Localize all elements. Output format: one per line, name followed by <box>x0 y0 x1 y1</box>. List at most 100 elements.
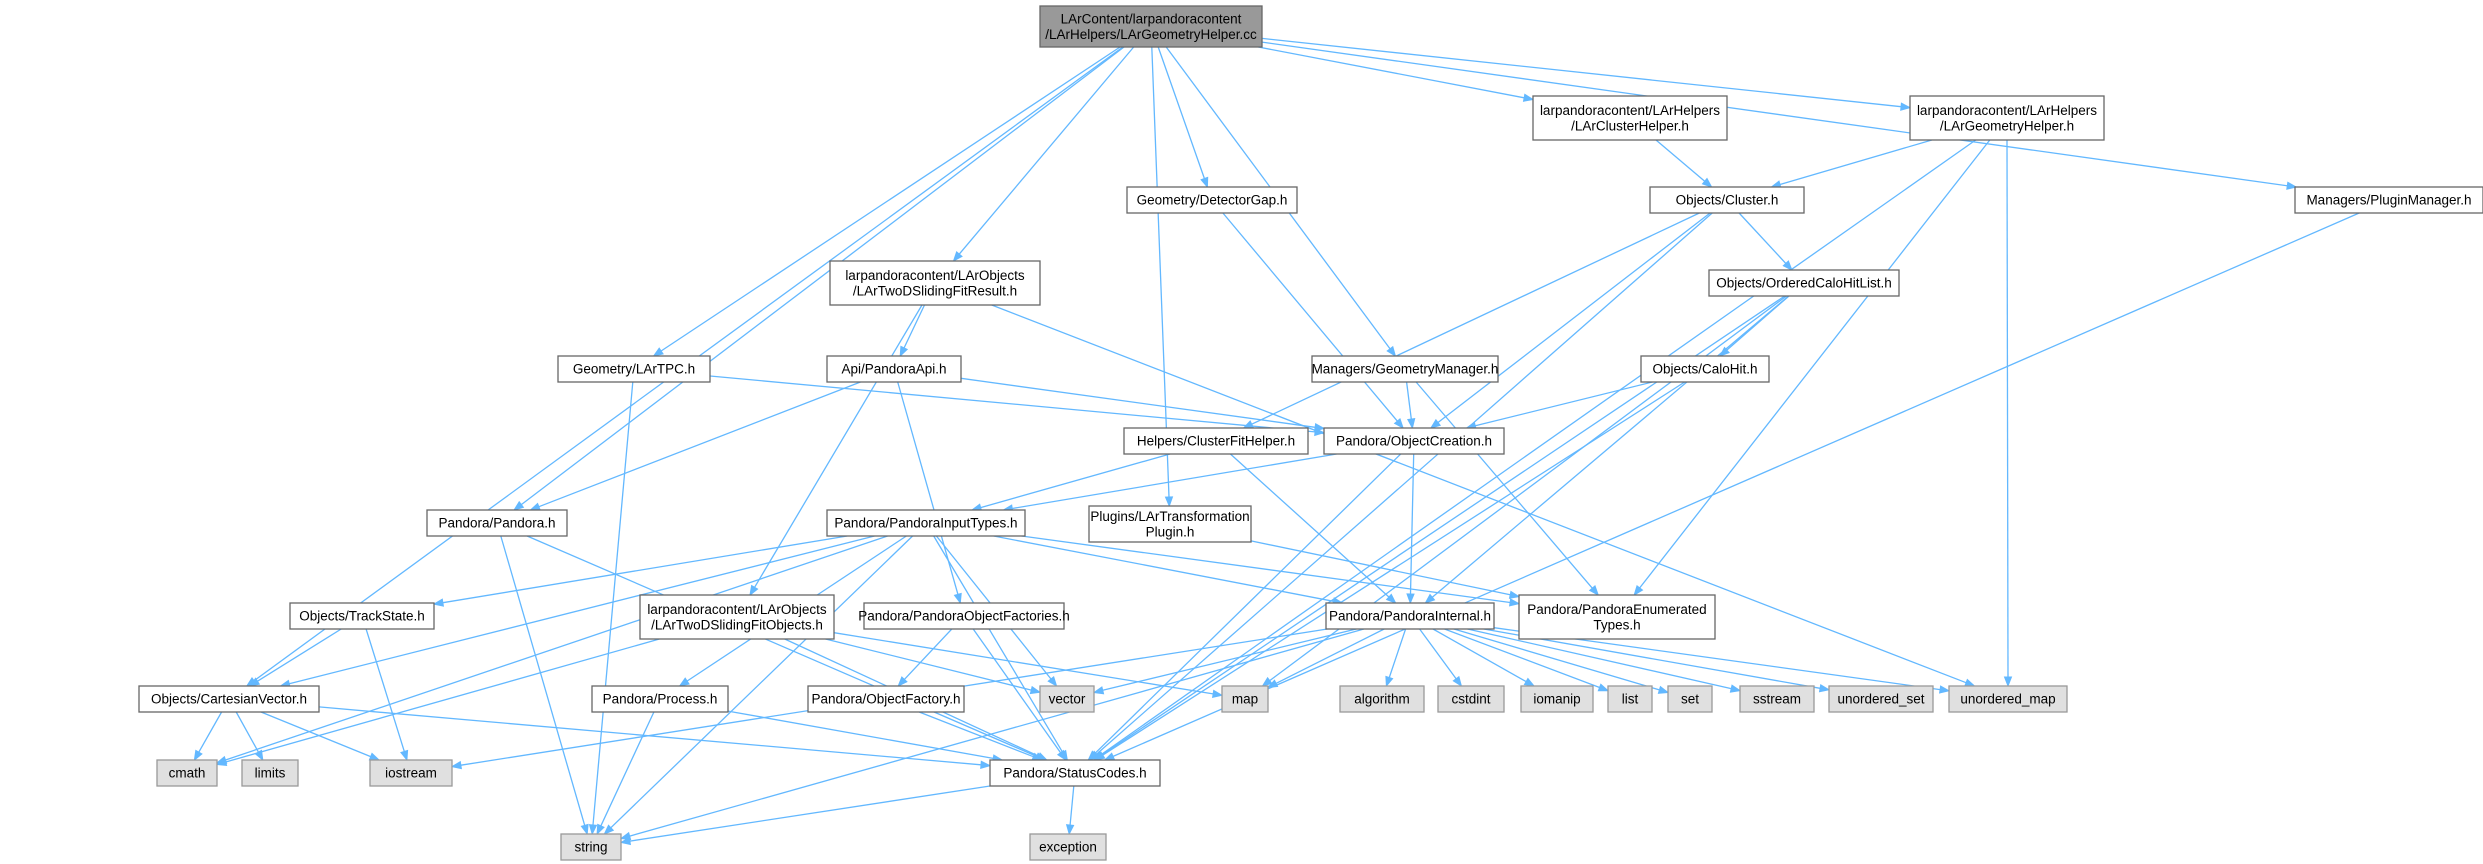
node-label: /LArClusterHelper.h <box>1571 118 1689 133</box>
node-cmath[interactable]: cmath <box>156 759 218 787</box>
edge-line <box>235 711 259 753</box>
edge-line <box>1112 212 2360 757</box>
edge-arrowhead <box>953 592 962 605</box>
edge-lartpc-to-objcreation <box>709 375 1326 437</box>
edge-line <box>1275 628 1385 684</box>
node-box <box>1532 95 1728 141</box>
node-cluster[interactable]: Objects/Cluster.h <box>1649 186 1805 214</box>
edge-line <box>610 535 914 829</box>
node-label: Objects/TrackState.h <box>299 609 425 624</box>
edge-line <box>520 46 1125 506</box>
node-box <box>826 355 962 383</box>
node-string[interactable]: string <box>560 833 622 861</box>
node-inputtypes[interactable]: Pandora/PandoraInputTypes.h <box>826 509 1026 537</box>
edge-objfactories-to-objfactory <box>897 628 953 688</box>
node-twodresult[interactable]: larpandoracontent/LArObjects/LArTwoDSlid… <box>829 260 1041 306</box>
node-set[interactable]: set <box>1667 685 1713 713</box>
edge-arrowhead <box>254 749 264 762</box>
edge-arrowhead <box>1508 598 1521 607</box>
node-trackstate[interactable]: Objects/TrackState.h <box>289 602 435 630</box>
node-box <box>2294 186 2483 214</box>
edge-arrowhead <box>980 760 992 769</box>
edge-arrowhead <box>1407 418 1416 430</box>
node-pandora[interactable]: Pandora/Pandora.h <box>426 509 568 537</box>
node-iomanip[interactable]: iomanip <box>1520 685 1594 713</box>
node-algorithm[interactable]: algorithm <box>1339 685 1425 713</box>
edge-arrowhead <box>1314 423 1326 432</box>
edge-arrowhead <box>952 251 963 263</box>
edge-arrowhead <box>899 345 909 358</box>
node-label: Plugins/LArTransformation <box>1090 509 1249 524</box>
node-twodobjects[interactable]: larpandoracontent/LArObjects/LArTwoDSlid… <box>639 594 835 640</box>
node-list[interactable]: list <box>1607 685 1653 713</box>
node-cartvec[interactable]: Objects/CartesianVector.h <box>138 685 320 713</box>
edge-pandora-to-statuscodes <box>526 535 1047 761</box>
node-label: larpandoracontent/LArHelpers <box>1917 103 2097 118</box>
edge-line <box>972 628 1062 754</box>
edge-arrowhead <box>1729 684 1742 693</box>
node-map[interactable]: map <box>1221 685 1269 713</box>
node-pluginmgr[interactable]: Managers/PluginManager.h <box>2294 186 2483 214</box>
node-clusterhelper[interactable]: larpandoracontent/LArHelpers/LArClusterH… <box>1532 95 1728 141</box>
node-unordered_set[interactable]: unordered_set <box>1828 685 1934 713</box>
node-objfactories[interactable]: Pandora/PandoraObjectFactories.h <box>858 602 1070 630</box>
edge-arrowhead <box>897 676 908 688</box>
edge-line <box>1250 540 1511 596</box>
node-exception[interactable]: exception <box>1029 833 1107 861</box>
edge-statuscodes-to-string <box>619 785 991 846</box>
node-limits[interactable]: limits <box>241 759 299 787</box>
edge-pandoraapi-to-pandora <box>529 381 861 511</box>
edge-arrowhead <box>215 757 228 766</box>
node-detectorgap[interactable]: Geometry/DetectorGap.h <box>1126 186 1298 214</box>
node-iostream[interactable]: iostream <box>369 759 453 787</box>
node-cstdint[interactable]: cstdint <box>1437 685 1505 713</box>
node-label: Objects/Cluster.h <box>1676 193 1779 208</box>
node-label: Pandora/PandoraInputTypes.h <box>834 516 1017 531</box>
edge-trackstate-to-iostream <box>365 628 409 762</box>
edge-line <box>991 304 1967 684</box>
node-pandoraapi[interactable]: Api/PandoraApi.h <box>826 355 962 383</box>
edge-line <box>365 628 405 752</box>
node-sstream[interactable]: sstream <box>1739 685 1815 713</box>
edge-line <box>1222 212 1398 422</box>
node-objcreation[interactable]: Pandora/ObjectCreation.h <box>1323 427 1505 455</box>
edge-line <box>727 710 994 760</box>
node-process[interactable]: Pandora/Process.h <box>591 685 729 713</box>
node-box <box>1311 355 1499 383</box>
edge-arrowhead <box>1266 679 1279 689</box>
node-label: /LArTwoDSlidingFitResult.h <box>853 283 1017 298</box>
edge-line <box>825 638 1032 691</box>
node-label: LArContent/larpandoracontent <box>1061 11 1242 26</box>
edge-arrowhead <box>1701 177 1713 188</box>
edge-line <box>600 711 655 827</box>
edge-pinternal-to-string <box>619 628 1365 841</box>
node-label: unordered_set <box>1837 692 1924 707</box>
node-calohit[interactable]: Objects/CaloHit.h <box>1640 355 1770 383</box>
node-unordered_map[interactable]: unordered_map <box>1948 685 2068 713</box>
edge-clusterhelper-to-cluster <box>1655 139 1713 188</box>
node-orderedcalo[interactable]: Objects/OrderedCaloHitList.h <box>1708 269 1900 297</box>
node-label: set <box>1681 692 1699 707</box>
edge-arrowhead <box>1047 675 1058 688</box>
edge-twodobjects-to-cmath <box>215 638 660 766</box>
node-geommgr[interactable]: Managers/GeometryManager.h <box>1311 355 1499 383</box>
node-geomhelper[interactable]: larpandoracontent/LArHelpers/LArGeometry… <box>1909 95 2105 141</box>
edge-root-to-pluginmgr <box>1261 41 2298 190</box>
node-pinternal[interactable]: Pandora/PandoraInternal.h <box>1325 602 1495 630</box>
edge-clusterfit-to-inputtypes <box>970 453 1171 512</box>
node-label: unordered_map <box>1960 692 2055 707</box>
node-label: iostream <box>385 766 437 781</box>
edge-arrowhead <box>1385 593 1397 604</box>
node-clusterfit[interactable]: Helpers/ClusterFitHelper.h <box>1123 427 1309 455</box>
edge-arrowhead <box>1938 685 1951 694</box>
node-vector[interactable]: vector <box>1039 685 1095 713</box>
node-statuscodes[interactable]: Pandora/StatusCodes.h <box>989 759 1161 787</box>
node-objfactory[interactable]: Pandora/ObjectFactory.h <box>807 685 965 713</box>
edge-arrowhead <box>1103 752 1116 761</box>
node-lartpc[interactable]: Geometry/LArTPC.h <box>557 355 711 383</box>
edge-arrowhead <box>1092 686 1105 695</box>
node-label: map <box>1232 692 1258 707</box>
edge-arrowhead <box>400 749 409 762</box>
